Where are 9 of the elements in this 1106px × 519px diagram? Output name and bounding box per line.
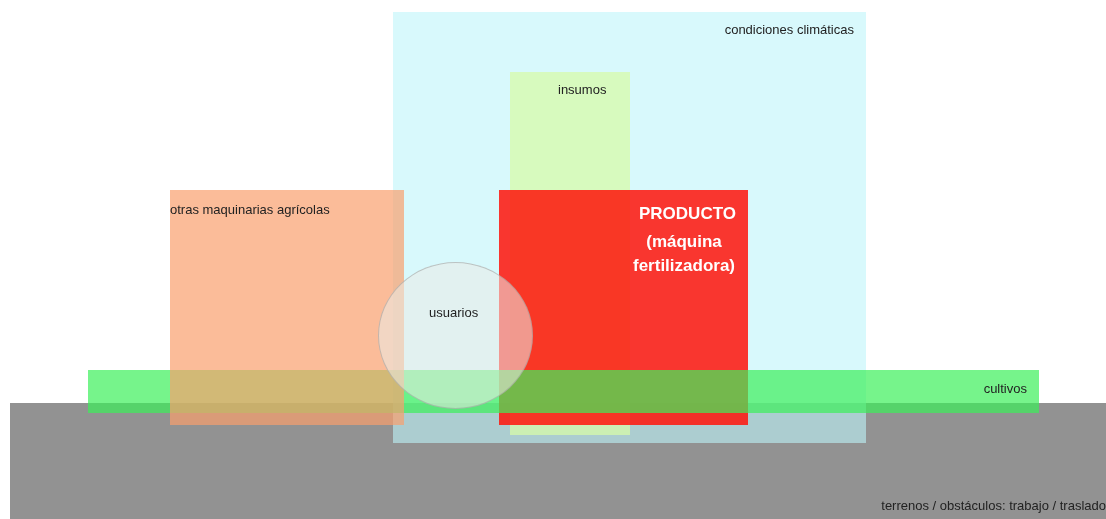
area-label: PRODUCTO xyxy=(639,203,736,225)
area-box xyxy=(170,190,404,425)
area-label: cultivos xyxy=(983,381,1027,396)
area-label: usuarios xyxy=(429,305,479,320)
area-label: otras maquinarias agrícolas xyxy=(170,202,330,217)
area-label: condiciones climáticas xyxy=(724,22,854,37)
area-label: insumos xyxy=(558,82,607,97)
area-label: terrenos / obstáculos: trabajo / traslado xyxy=(881,498,1106,513)
area-label: (máquina fertilizadora) xyxy=(632,231,736,277)
